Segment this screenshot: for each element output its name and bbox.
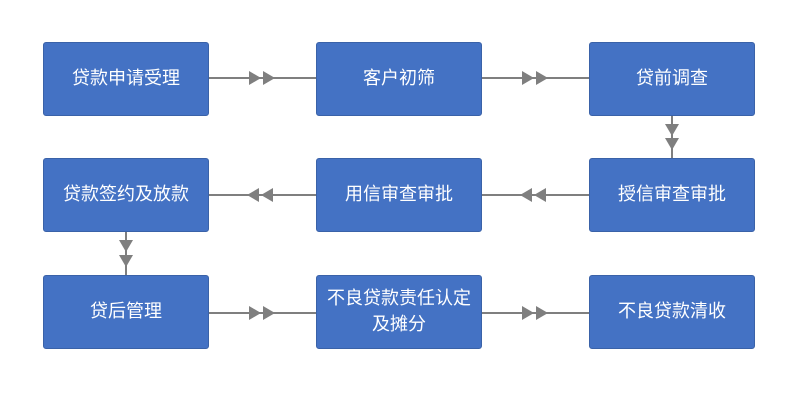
- step-post-loan-management: 贷后管理: [43, 275, 209, 349]
- step-label: 用信审查审批: [345, 184, 453, 205]
- step-pre-loan-investigation: 贷前调查: [589, 42, 755, 116]
- arrow-3-4: [665, 116, 679, 158]
- arrow-2-3: [482, 71, 589, 85]
- step-signing-disbursement: 贷款签约及放款: [43, 158, 209, 232]
- step-label: 授信审查审批: [618, 184, 726, 205]
- step-label: 不良贷款清收: [618, 301, 726, 322]
- arrow-8-9: [482, 306, 589, 320]
- step-usage-review: 用信审查审批: [316, 158, 482, 232]
- arrow-7-8: [209, 306, 316, 320]
- step-label: 贷前调查: [636, 68, 708, 89]
- step-label: 贷款申请受理: [72, 68, 180, 89]
- step-loan-application: 贷款申请受理: [43, 42, 209, 116]
- arrow-6-7: [119, 232, 133, 275]
- step-credit-review: 授信审查审批: [589, 158, 755, 232]
- step-label: 不良贷款责任认定及摊分: [327, 288, 471, 335]
- arrow-4-5: [482, 188, 589, 202]
- step-npl-responsibility: 不良贷款责任认定及摊分: [316, 275, 482, 349]
- step-label: 贷款签约及放款: [63, 184, 189, 205]
- step-customer-screening: 客户初筛: [316, 42, 482, 116]
- arrow-5-6: [209, 188, 316, 202]
- step-npl-collection: 不良贷款清收: [589, 275, 755, 349]
- arrow-1-2: [209, 71, 316, 85]
- step-label: 贷后管理: [90, 301, 162, 322]
- step-label: 客户初筛: [363, 68, 435, 89]
